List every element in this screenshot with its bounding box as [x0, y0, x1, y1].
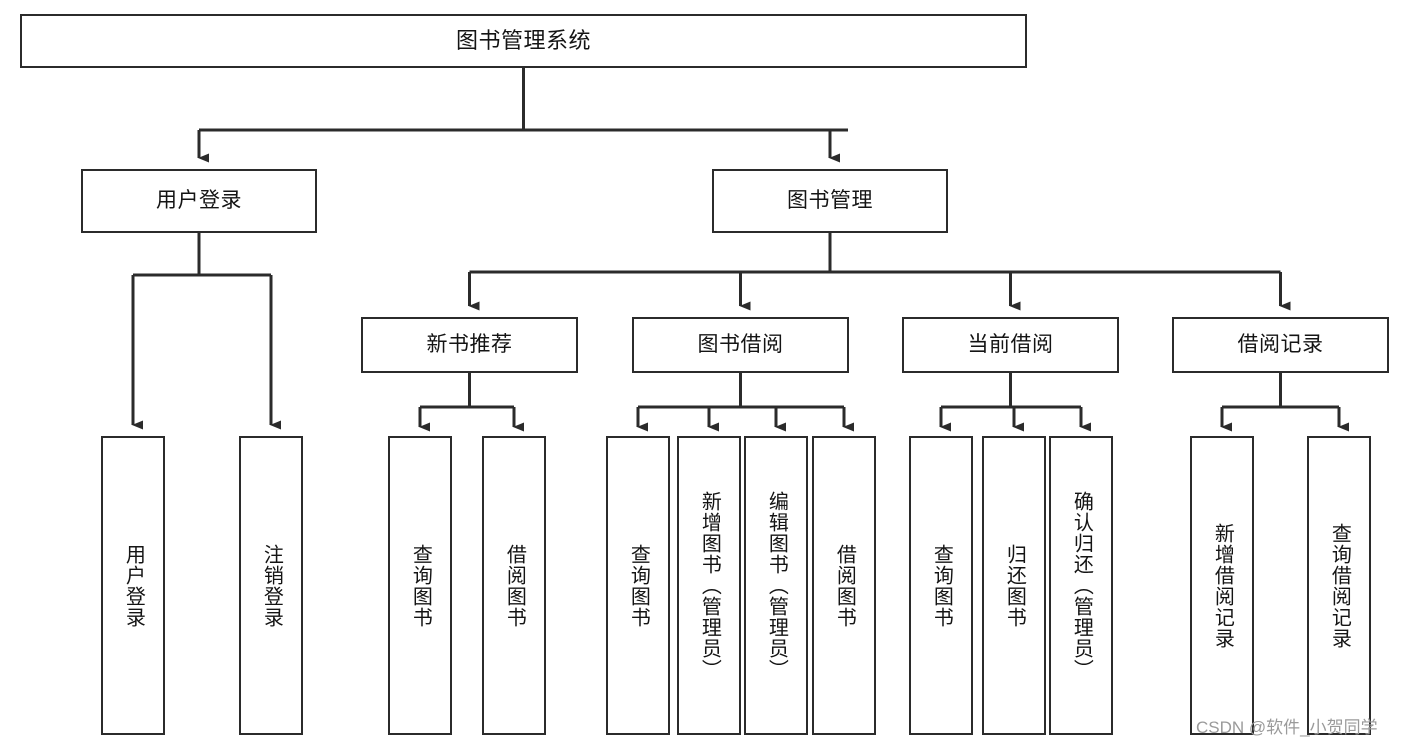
node-label: 确认归还（管理员）	[1070, 491, 1093, 680]
leaf-return-book[interactable]: 归还图书	[982, 436, 1046, 735]
node-label: 图书借阅	[697, 332, 784, 356]
node-label: 借阅记录	[1237, 332, 1324, 356]
leaf-borrow-book[interactable]: 借阅图书	[812, 436, 876, 735]
leaf-query-borrow-record[interactable]: 查询借阅记录	[1307, 436, 1371, 735]
csdn-watermark: CSDN @软件_小贺同学	[1196, 718, 1378, 737]
node-label: 图书管理	[787, 188, 873, 212]
node-book-manage[interactable]: 图书管理	[712, 169, 948, 233]
leaf-edit-book-admin[interactable]: 编辑图书（管理员）	[744, 436, 808, 735]
leaf-logout-login[interactable]: 注销登录	[239, 436, 303, 735]
node-label: 借阅图书	[833, 543, 856, 628]
node-label: 查询借阅记录	[1328, 522, 1351, 649]
leaf-borrow-book-recommend[interactable]: 借阅图书	[482, 436, 546, 735]
node-label: 新增借阅记录	[1211, 522, 1234, 649]
leaf-query-book-borrow[interactable]: 查询图书	[606, 436, 670, 735]
node-new-book-recommend[interactable]: 新书推荐	[361, 317, 578, 373]
node-user-login[interactable]: 用户登录	[81, 169, 317, 233]
node-label: 借阅图书	[503, 543, 526, 628]
node-label: 编辑图书（管理员）	[765, 491, 788, 680]
leaf-add-borrow-record[interactable]: 新增借阅记录	[1190, 436, 1254, 735]
node-label: 用户登录	[156, 188, 242, 212]
node-label: 查询图书	[627, 543, 650, 628]
leaf-query-book-current[interactable]: 查询图书	[909, 436, 973, 735]
node-label: 用户登录	[122, 543, 145, 628]
node-label: 归还图书	[1003, 543, 1026, 628]
leaf-confirm-return-admin[interactable]: 确认归还（管理员）	[1049, 436, 1113, 735]
node-label: 注销登录	[260, 543, 283, 628]
node-label: 新增图书（管理员）	[698, 491, 721, 680]
node-current-borrow[interactable]: 当前借阅	[902, 317, 1119, 373]
leaf-add-book-admin[interactable]: 新增图书（管理员）	[677, 436, 741, 735]
node-book-borrow[interactable]: 图书借阅	[632, 317, 849, 373]
node-label: 查询图书	[409, 543, 432, 628]
node-book-management-system[interactable]: 图书管理系统	[20, 14, 1027, 68]
node-borrow-record[interactable]: 借阅记录	[1172, 317, 1389, 373]
node-label: 当前借阅	[967, 332, 1054, 356]
node-label: 查询图书	[930, 543, 953, 628]
leaf-query-book-recommend[interactable]: 查询图书	[388, 436, 452, 735]
node-label: 图书管理系统	[455, 28, 591, 54]
node-label: 新书推荐	[426, 332, 513, 356]
leaf-user-login[interactable]: 用户登录	[101, 436, 165, 735]
